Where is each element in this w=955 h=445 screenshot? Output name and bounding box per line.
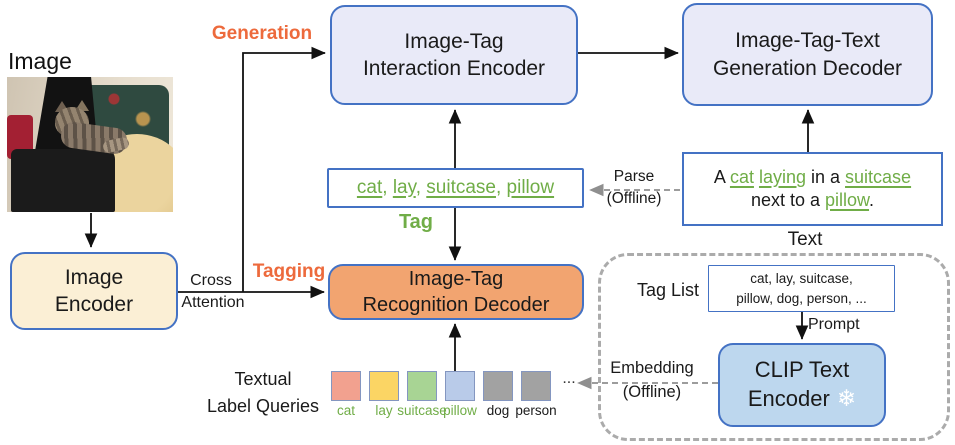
image-encoder-node: Image Encoder xyxy=(10,252,178,330)
cross-attention-label-line2: Attention xyxy=(181,294,245,311)
label-query-item: cat xyxy=(331,371,361,418)
label-query-item: pillow xyxy=(443,371,477,418)
recognition-decoder-node: Image-Tag Recognition Decoder xyxy=(328,264,584,320)
query-label: suitcase xyxy=(397,403,447,418)
interaction-encoder-line2: Interaction Encoder xyxy=(362,57,546,80)
tag-word: pillow xyxy=(506,176,555,198)
caption-tag-word: laying xyxy=(758,166,806,187)
generation-decoder-line2: Generation Decoder xyxy=(712,56,903,80)
image-encoder-line1: Image xyxy=(64,265,124,289)
label-query-item: person xyxy=(515,371,557,418)
query-label: dog xyxy=(486,403,510,418)
tag-separator: , xyxy=(495,176,507,198)
query-label: person xyxy=(515,403,557,418)
tag-output-words: cat, lay, suitcase, pillow xyxy=(357,176,554,201)
tag-list-line2: pillow, dog, person, ... xyxy=(736,290,867,306)
clip-encoder-line2-wrap: Encoder ❄ xyxy=(748,384,856,414)
interaction-encoder-node: Image-Tag Interaction Encoder xyxy=(330,5,578,105)
query-swatch xyxy=(483,371,513,401)
clip-text-encoder-node: CLIP Text Encoder ❄ xyxy=(718,343,886,427)
label-query-row: cat lay suitcase pillow dog person xyxy=(331,371,557,418)
caption-label: Text xyxy=(787,229,823,250)
parse-offline-note: Parse (Offline) xyxy=(599,166,669,209)
queries-ellipsis: ... xyxy=(562,370,576,387)
label-query-item: suitcase xyxy=(397,371,447,418)
photo-case-shape xyxy=(11,149,115,212)
photo-cat-ear-left xyxy=(55,101,69,112)
parse-note-line1: Parse xyxy=(613,168,655,185)
tag-list-box: cat, lay, suitcase, pillow, dog, person,… xyxy=(708,265,895,312)
clip-encoder-line2: Encoder xyxy=(747,385,830,411)
query-swatch xyxy=(407,371,437,401)
textual-label-queries-title: Textual Label Queries xyxy=(199,366,327,420)
tag-separator: , xyxy=(382,176,393,198)
clip-encoder-line1: CLIP Text xyxy=(754,356,850,382)
query-swatch xyxy=(521,371,551,401)
query-swatch xyxy=(369,371,399,401)
query-swatch xyxy=(331,371,361,401)
interaction-encoder-line1: Image-Tag xyxy=(404,29,504,53)
label-query-item: dog xyxy=(483,371,513,418)
caption-text: in a xyxy=(806,166,846,187)
offline-module-container xyxy=(598,253,950,441)
tag-list-line1: cat, lay, suitcase, xyxy=(750,270,853,286)
caption-text: next to a xyxy=(750,190,825,210)
tag-list-label: Tag List xyxy=(636,280,700,300)
frozen-snowflake-icon: ❄ xyxy=(836,385,857,412)
generation-decoder-node: Image-Tag-Text Generation Decoder xyxy=(682,3,933,106)
tag-label: Tag xyxy=(398,211,434,233)
caption-text: A xyxy=(713,166,730,187)
generation-flow-label: Generation xyxy=(211,23,313,44)
generation-decoder-line1: Image-Tag-Text xyxy=(735,29,880,53)
tagging-flow-label: Tagging xyxy=(252,261,326,282)
image-encoder-line2: Encoder xyxy=(54,293,134,316)
caption-tag-word: cat xyxy=(729,166,754,187)
photo-cat-ear-right xyxy=(75,100,89,111)
caption-line1: A cat laying in a suitcase xyxy=(714,166,911,189)
cross-attention-label-line1: Cross xyxy=(190,272,232,289)
caption-tag-word: suitcase xyxy=(845,166,912,187)
label-query-item: lay xyxy=(369,371,399,418)
caption-line2: next to a pillow. xyxy=(751,189,874,212)
tag-separator: , xyxy=(415,176,427,198)
input-image-label: Image xyxy=(8,48,72,74)
cat-photo xyxy=(7,77,173,212)
query-label: pillow xyxy=(443,403,477,418)
queries-title-line2: Label Queries xyxy=(206,396,320,416)
tag-word: suitcase xyxy=(426,176,496,198)
recognition-decoder-line2: Recognition Decoder xyxy=(362,294,550,316)
tag-word: lay xyxy=(392,176,416,198)
query-swatch xyxy=(445,371,475,401)
embedding-offline-note: Embedding (Offline) xyxy=(600,357,704,405)
caption-box: A cat laying in a suitcase next to a pil… xyxy=(682,152,943,226)
prompt-label: Prompt xyxy=(808,316,860,333)
embedding-note-line2: (Offline) xyxy=(622,382,682,401)
queries-title-line1: Textual xyxy=(234,369,292,389)
query-label: cat xyxy=(336,403,355,418)
recognition-decoder-line1: Image-Tag xyxy=(408,268,504,290)
caption-text: . xyxy=(869,190,875,210)
query-label: lay xyxy=(375,403,393,418)
tag-output-box: cat, lay, suitcase, pillow xyxy=(327,168,584,208)
parse-note-line2: (Offline) xyxy=(606,189,662,207)
embedding-note-line1: Embedding xyxy=(610,359,694,377)
tag-word: cat xyxy=(356,176,383,198)
caption-tag-word: pillow xyxy=(825,190,870,210)
